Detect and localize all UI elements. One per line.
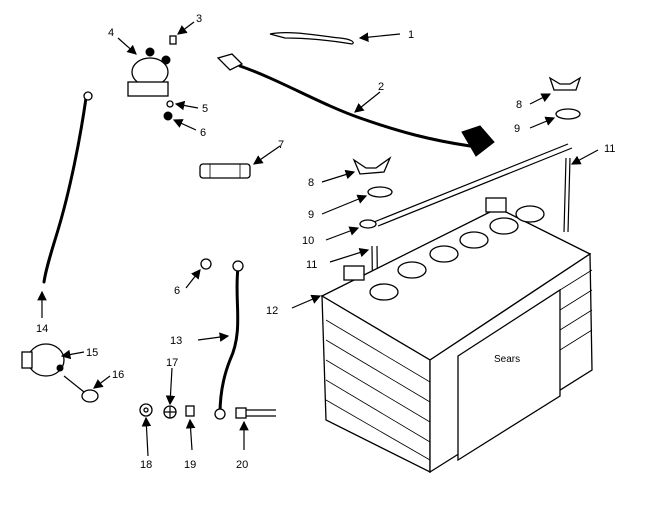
wing-nut-part-left bbox=[352, 156, 392, 175]
callout-4: 4 bbox=[108, 27, 114, 39]
callout-7: 7 bbox=[278, 139, 284, 151]
battery-brand-label: Sears bbox=[494, 354, 520, 365]
callout-19: 19 bbox=[184, 459, 196, 471]
callout-14: 14 bbox=[36, 323, 48, 335]
fuse-part bbox=[199, 163, 251, 179]
strap-part bbox=[269, 32, 354, 45]
callout-1: 1 bbox=[408, 29, 414, 41]
callout-8a: 8 bbox=[308, 177, 314, 189]
callout-6a: 6 bbox=[200, 127, 206, 139]
callout-2: 2 bbox=[378, 81, 384, 93]
starter-cable-part bbox=[42, 91, 93, 284]
callout-16: 16 bbox=[112, 369, 124, 381]
nut-part-6 bbox=[163, 111, 173, 121]
wing-nut-part-right bbox=[548, 76, 582, 91]
callout-11a: 11 bbox=[306, 259, 317, 271]
washer-part-5 bbox=[166, 100, 174, 108]
callout-8b: 8 bbox=[516, 99, 522, 111]
nut-part-6-lower bbox=[200, 258, 212, 270]
threaded-rod-part-right bbox=[563, 157, 571, 233]
hold-down-rod-part bbox=[359, 143, 573, 229]
battery-cable-part bbox=[216, 53, 495, 157]
callout-9a: 9 bbox=[308, 209, 314, 221]
star-washer-part-19 bbox=[185, 405, 195, 417]
callout-3: 3 bbox=[196, 13, 202, 25]
callout-20: 20 bbox=[236, 459, 248, 471]
solenoid-part bbox=[127, 47, 171, 97]
lock-washer-part-17 bbox=[163, 405, 177, 419]
callout-18: 18 bbox=[140, 459, 152, 471]
callout-10: 10 bbox=[302, 235, 314, 247]
ignition-switch-part bbox=[21, 343, 65, 377]
callout-6b: 6 bbox=[174, 285, 180, 297]
key-part bbox=[63, 375, 99, 403]
callout-15: 15 bbox=[86, 347, 98, 359]
callout-5: 5 bbox=[202, 103, 208, 115]
battery-part bbox=[320, 197, 593, 474]
callout-17: 17 bbox=[166, 357, 178, 369]
ground-strap-part bbox=[214, 260, 244, 420]
washer-part-right bbox=[555, 108, 581, 120]
screw-part bbox=[169, 35, 177, 45]
callout-11b: 11 bbox=[604, 143, 615, 155]
bolt-part-20 bbox=[235, 407, 276, 419]
washer-part-left bbox=[367, 186, 393, 198]
callout-12: 12 bbox=[266, 305, 278, 317]
callout-9b: 9 bbox=[514, 123, 520, 135]
callout-13: 13 bbox=[170, 335, 182, 347]
